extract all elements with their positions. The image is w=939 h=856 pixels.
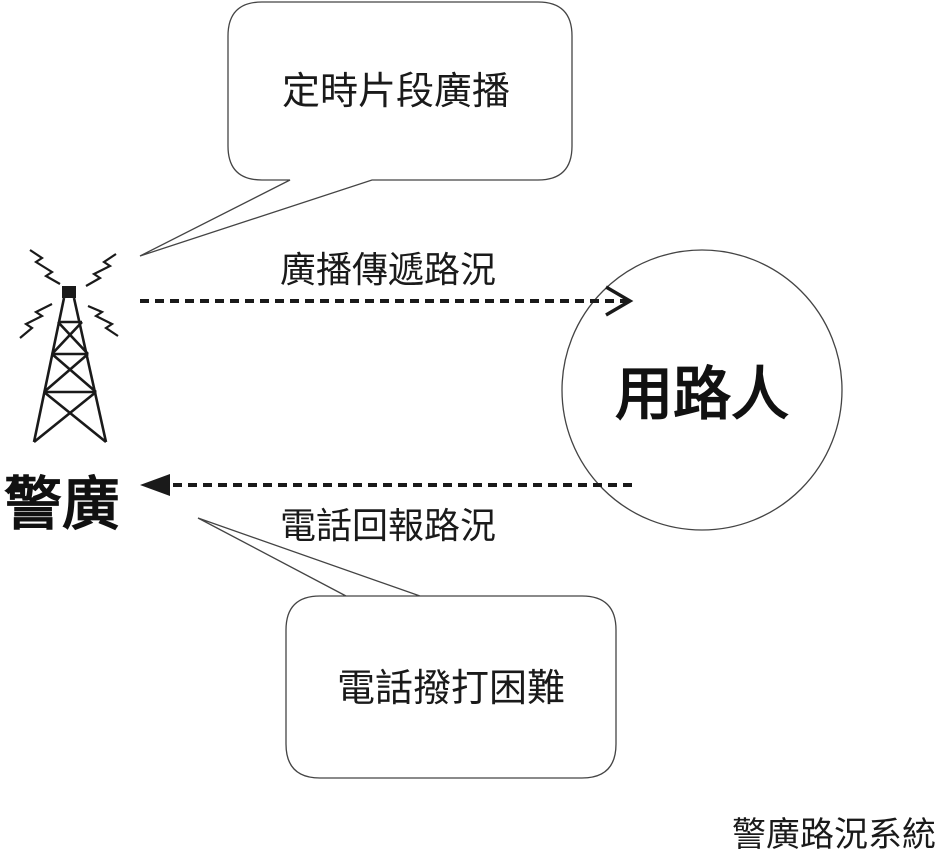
top-bubble-shape [139, 1, 573, 257]
broadcast-arrowhead [605, 285, 634, 317]
broadcast-arrow-label: 廣播傳遞路況 [280, 250, 496, 291]
top-speech-bubble: 定時片段廣播 [139, 1, 573, 257]
footer-caption: 警廣路況系統 [732, 815, 936, 855]
bottom-speech-bubble: 電話撥打困難 [197, 517, 617, 779]
bottom-bubble-label: 電話撥打困難 [337, 666, 565, 710]
user-circle [561, 249, 843, 531]
top-bubble-label: 定時片段廣播 [282, 69, 510, 113]
return-arrow-label: 電話回報路況 [280, 506, 496, 547]
user-label: 用路人 [615, 360, 789, 428]
bottom-bubble-shape [197, 517, 617, 779]
radio-tower-icon [19, 249, 119, 444]
return-arrowhead [140, 474, 170, 496]
station-label: 警廣 [4, 470, 120, 538]
